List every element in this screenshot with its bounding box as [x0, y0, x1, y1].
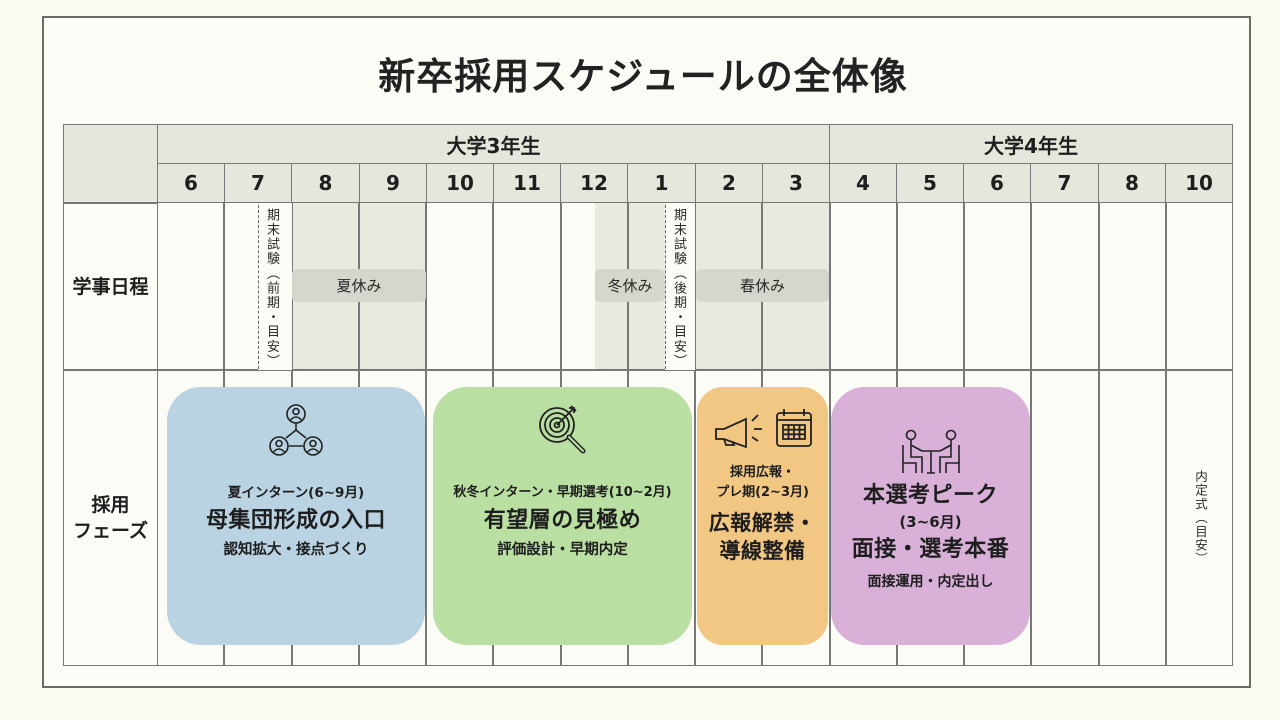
phase-period-line2: プレ期(2~3月) — [716, 485, 809, 500]
network-people-icon — [267, 403, 325, 459]
month-header: 6 — [157, 163, 225, 203]
year-header-3rd: 大学3年生 — [157, 124, 830, 165]
month-header: 4 — [829, 163, 897, 203]
exam-second-marker — [665, 205, 666, 369]
winter-break-label: 冬休み — [607, 277, 653, 295]
month-header: 9 — [359, 163, 427, 203]
month-header: 1 — [627, 163, 696, 203]
exam-first-backdrop — [258, 203, 292, 370]
month-header: 7 — [224, 163, 292, 203]
phase-period-line1: 採用広報・ — [729, 465, 795, 480]
phase-title-line1: 広報解禁・ — [708, 511, 817, 535]
exam-first-marker — [258, 205, 259, 369]
summer-break-label: 夏休み — [336, 277, 382, 295]
month-header: 11 — [493, 163, 561, 203]
row-label-recruit-line2: フェーズ — [72, 519, 149, 542]
exam-second-label: 期末試験（後期・目安） — [671, 208, 686, 369]
row-label-academic: 学事日程 — [63, 202, 158, 371]
exam-first-label: 期末試験（前期・目安） — [264, 208, 279, 369]
phase-period: 夏インターン(6~9月) — [227, 485, 365, 501]
spring-break-label: 春休み — [739, 277, 785, 295]
phase-title: 有望層の見極め — [483, 508, 642, 533]
phase-note: 評価設計・早期内定 — [497, 542, 628, 558]
phase-title-line2: 導線整備 — [719, 539, 806, 563]
megaphone-icon — [714, 414, 762, 449]
month-header: 12 — [560, 163, 628, 203]
month-header: 5 — [896, 163, 964, 203]
month-header: 8 — [291, 163, 360, 203]
month-header: 10 — [1165, 163, 1233, 203]
header-corner-cell — [63, 124, 158, 204]
winter-break-band: 冬休み — [595, 269, 665, 302]
month-header: 6 — [963, 163, 1031, 203]
page-title: 新卒採用スケジュールの全体像 — [378, 55, 908, 98]
calendar-icon — [775, 409, 812, 447]
row-label-recruit: 採用 フェーズ — [63, 369, 158, 666]
phase-title: 母集団形成の入口 — [205, 508, 386, 533]
month-header: 3 — [762, 163, 830, 203]
phase-title-line2: 面接・選考本番 — [851, 537, 1010, 562]
month-header: 10 — [426, 163, 494, 203]
target-search-icon — [535, 403, 591, 459]
phase-card-summer-intern: 夏インターン(6~9月) 母集団形成の入口 認知拡大・接点づくり — [167, 387, 425, 645]
row-label-recruit-line1: 採用 — [91, 493, 130, 516]
spring-break-band: 春休み — [696, 269, 829, 302]
row-label-academic-text: 学事日程 — [72, 275, 149, 298]
month-header: 8 — [1098, 163, 1166, 203]
phase-card-pre-pr: 採用広報・ プレ期(2~3月) 広報解禁・ 導線整備 — [697, 387, 828, 645]
interview-icon — [898, 429, 964, 477]
megaphone-calendar-icon — [712, 407, 814, 449]
phase-note: 面接運用・内定出し — [867, 574, 994, 590]
summer-break-band: 夏休み — [292, 269, 426, 302]
phase-note: 認知拡大・接点づくり — [223, 542, 369, 558]
exam-second-backdrop — [665, 203, 695, 370]
year-header-4th: 大学4年生 — [829, 124, 1233, 165]
phase-title-line1: 本選考ピーク — [862, 483, 998, 508]
offer-ceremony-label: 内定式（目安） — [1193, 470, 1208, 566]
phase-period: 秋冬インターン・早期選考(10~2月) — [453, 485, 672, 500]
phase-card-autumn-winter-intern: 秋冬インターン・早期選考(10~2月) 有望層の見極め 評価設計・早期内定 — [433, 387, 692, 645]
month-header: 2 — [695, 163, 763, 203]
phase-card-main-selection: 本選考ピーク (3~6月) 面接・選考本番 面接運用・内定出し — [831, 387, 1030, 645]
month-header: 7 — [1030, 163, 1099, 203]
phase-period: (3~6月) — [899, 513, 962, 531]
